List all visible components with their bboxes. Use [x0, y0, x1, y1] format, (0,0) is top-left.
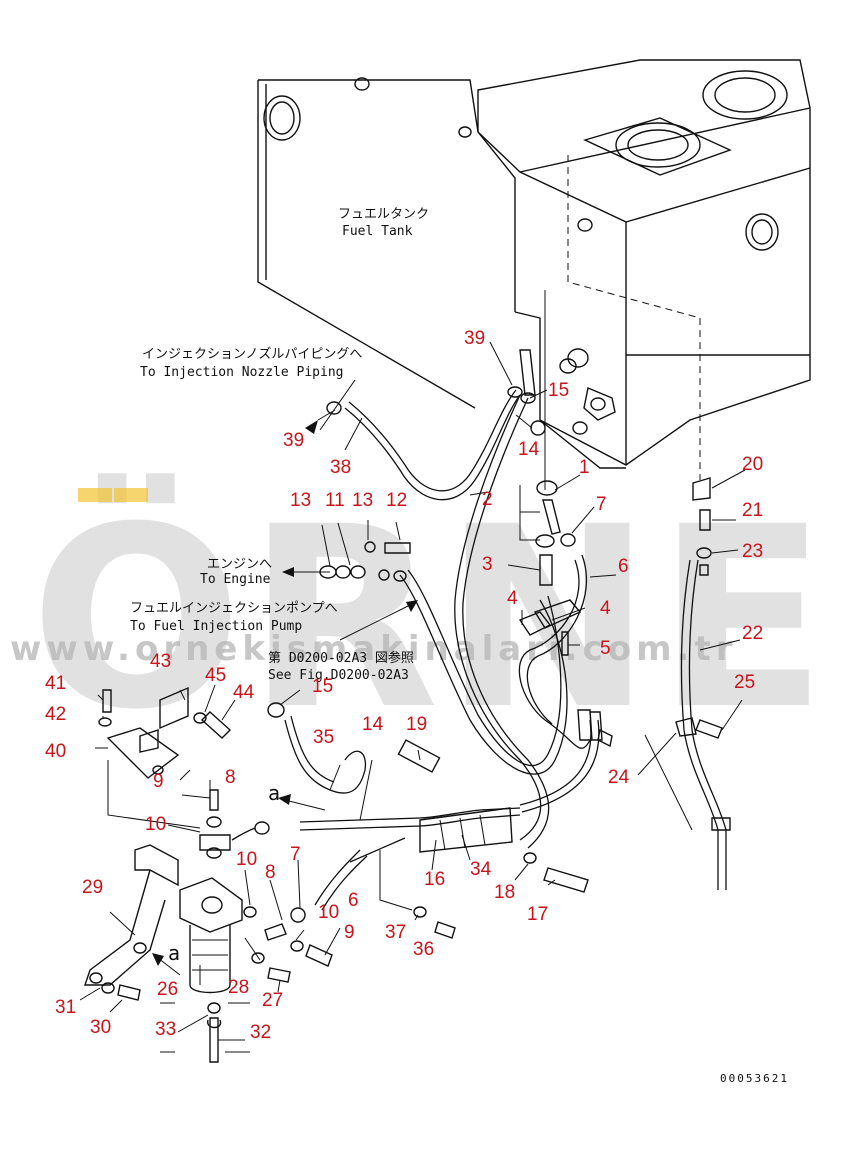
fuel-tank-label-en: Fuel Tank: [342, 224, 413, 239]
callout-3: 3: [482, 554, 493, 575]
callout-43: 43: [150, 651, 171, 672]
filter-assembly: [84, 686, 333, 1063]
callout-17: 17: [527, 904, 548, 925]
ref-a-label-2: a: [168, 941, 180, 965]
callout-9b: 9: [344, 922, 355, 943]
callout-24: 24: [608, 767, 630, 788]
fuel-tank-label-jp: フュエルタンク: [338, 207, 429, 222]
callout-32: 32: [250, 1022, 271, 1043]
callout-7b: 7: [290, 844, 301, 865]
engine-label-en: To Engine: [200, 572, 271, 587]
callout-38: 38: [330, 457, 351, 478]
hoses: [284, 290, 727, 911]
pump-label: フュエルインジェクションポンプへ To Fuel Injection Pump: [130, 601, 338, 634]
watermark-brand: ÖRNEK: [30, 473, 854, 764]
callout-4a: 4: [507, 588, 518, 609]
fuel-tank: [257, 59, 811, 480]
callout-33: 33: [155, 1019, 176, 1040]
callout-1: 1: [579, 457, 590, 478]
engine-label-jp: エンジンへ: [207, 557, 272, 572]
see-fig-label-en: See Fig.D0200-02A3: [268, 668, 409, 683]
callout-13a: 13: [290, 490, 311, 511]
callout-13b: 13: [352, 490, 373, 511]
leader-lines: [79, 341, 746, 1041]
fittings: [267, 349, 731, 939]
callout-6b: 6: [348, 890, 359, 911]
callout-14a: 14: [518, 439, 540, 460]
callout-19: 19: [406, 714, 427, 735]
engine-label: エンジンへ To Engine: [200, 557, 272, 587]
callout-27: 27: [262, 990, 283, 1011]
watermark-umlaut-left: [78, 488, 112, 502]
callout-26: 26: [157, 979, 178, 1000]
pump-label-en: To Fuel Injection Pump: [130, 619, 302, 634]
tank-label: フュエルタンク Fuel Tank: [338, 207, 429, 239]
callout-34: 34: [470, 859, 492, 880]
callout-35: 35: [313, 727, 334, 748]
callout-39a: 39: [464, 328, 485, 349]
direction-arrows: [152, 379, 418, 976]
callout-7a: 7: [596, 494, 607, 515]
callout-18: 18: [494, 882, 515, 903]
nozzle-label-en: To Injection Nozzle Piping: [140, 365, 344, 380]
callout-6a: 6: [618, 556, 629, 577]
callout-20: 20: [742, 454, 763, 475]
callout-11: 11: [325, 490, 345, 511]
callout-36: 36: [413, 939, 434, 960]
callout-45: 45: [205, 665, 226, 686]
callout-42: 42: [45, 704, 66, 725]
callout-40: 40: [45, 741, 66, 762]
drawing-code: 00053621: [720, 1072, 789, 1085]
callout-10c: 10: [318, 902, 339, 923]
callout-28: 28: [228, 977, 249, 998]
see-figure-label: 第 D0200-02A3 図参照 See Fig.D0200-02A3: [268, 650, 414, 683]
callout-23: 23: [742, 541, 763, 562]
callout-31: 31: [55, 997, 76, 1018]
callout-44: 44: [233, 682, 255, 703]
callout-8a: 8: [225, 767, 236, 788]
callout-9a: 9: [153, 771, 164, 792]
watermark: ÖRNEK www.ornekismakinalari.com.tr: [10, 473, 854, 764]
callout-22: 22: [742, 623, 763, 644]
callout-12: 12: [386, 490, 407, 511]
callout-30: 30: [90, 1017, 111, 1038]
callout-41: 41: [45, 673, 66, 694]
callout-4b: 4: [600, 598, 611, 619]
callouts: 1 2 3 4 4 5 6 7 7 8 8 9 9 10 10 10 11 12…: [45, 328, 763, 1043]
callout-2: 2: [482, 489, 493, 510]
callout-15a: 15: [548, 380, 569, 401]
see-fig-label-jp: 第 D0200-02A3 図参照: [268, 650, 414, 666]
callout-37: 37: [385, 922, 406, 943]
callout-16: 16: [424, 869, 445, 890]
nozzle-label: インジェクションノズルパイピングへ To Injection Nozzle Pi…: [140, 346, 362, 380]
callout-29: 29: [82, 877, 103, 898]
callout-14b: 14: [362, 714, 384, 735]
callout-10b: 10: [236, 849, 257, 870]
watermark-url: www.ornekismakinalari.com.tr: [10, 629, 737, 669]
callout-25: 25: [734, 672, 755, 693]
callout-39b: 39: [283, 430, 304, 451]
callout-21: 21: [742, 500, 763, 521]
ref-a-label-1: a: [268, 781, 280, 805]
watermark-umlaut-right: [114, 488, 148, 502]
callout-8b: 8: [265, 862, 276, 883]
nozzle-label-jp: インジェクションノズルパイピングへ: [142, 346, 362, 362]
callout-10a: 10: [145, 814, 166, 835]
pump-label-jp: フュエルインジェクションポンプへ: [130, 601, 338, 616]
callout-15b: 15: [312, 676, 333, 697]
callout-5: 5: [600, 638, 611, 659]
